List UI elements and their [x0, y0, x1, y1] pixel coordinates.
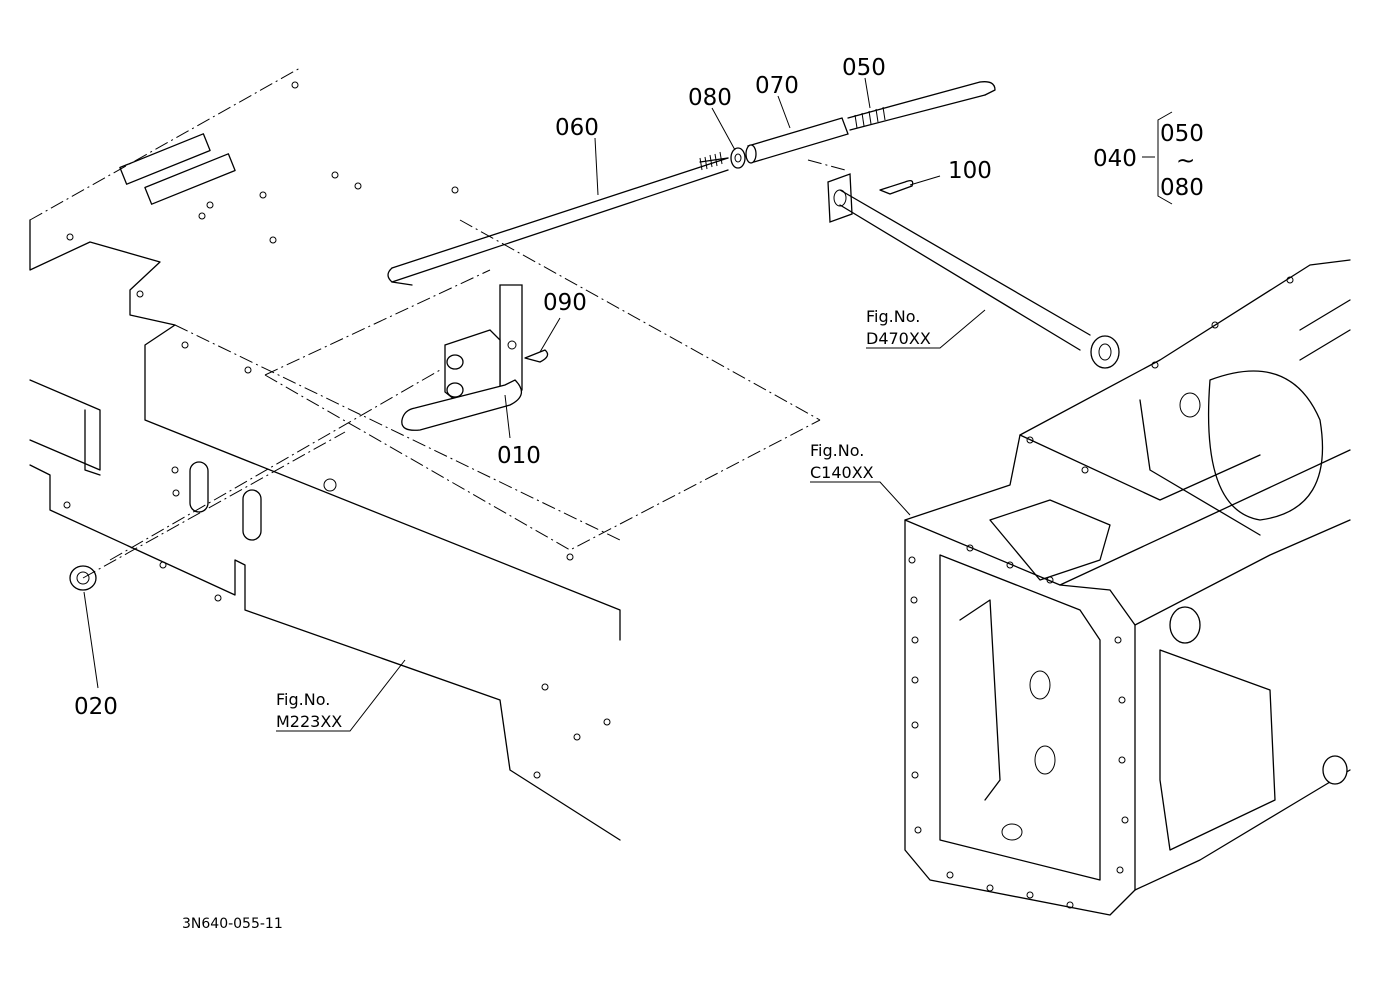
bracket-range-end: 080 — [1160, 175, 1204, 201]
part-label-050: 050 — [842, 55, 886, 81]
fig-ref-c140-code: C140XX — [810, 463, 874, 482]
cross-shaft — [827, 173, 1120, 369]
part-label-100: 100 — [948, 158, 992, 184]
part-label-020: 020 — [74, 694, 118, 720]
bushing — [69, 369, 441, 591]
linkage-rods — [387, 81, 996, 286]
part-label-010: 010 — [497, 443, 541, 469]
transmission-case — [904, 259, 1351, 916]
part-label-090: 090 — [543, 290, 587, 316]
mounting-plate — [264, 159, 846, 551]
frame-plate — [29, 67, 621, 841]
fig-ref-d470-code: D470XX — [866, 329, 931, 348]
pedal-bracket — [401, 284, 549, 431]
bracket-range-start: 050 — [1160, 121, 1204, 147]
fig-ref-m223-label: Fig.No. — [276, 690, 330, 709]
fig-ref-d470-label: Fig.No. — [866, 307, 920, 326]
fig-ref-c140-label: Fig.No. — [810, 441, 864, 460]
drawing-code: 3N640-055-11 — [182, 916, 283, 932]
part-label-040: 040 — [1093, 146, 1137, 172]
part-label-070: 070 — [755, 73, 799, 99]
fig-ref-m223-code: M223XX — [276, 712, 342, 731]
part-label-060: 060 — [555, 115, 599, 141]
part-label-080: 080 — [688, 85, 732, 111]
bracket-range-tilde: ~ — [1176, 148, 1195, 174]
leader-lines — [83, 77, 1173, 732]
